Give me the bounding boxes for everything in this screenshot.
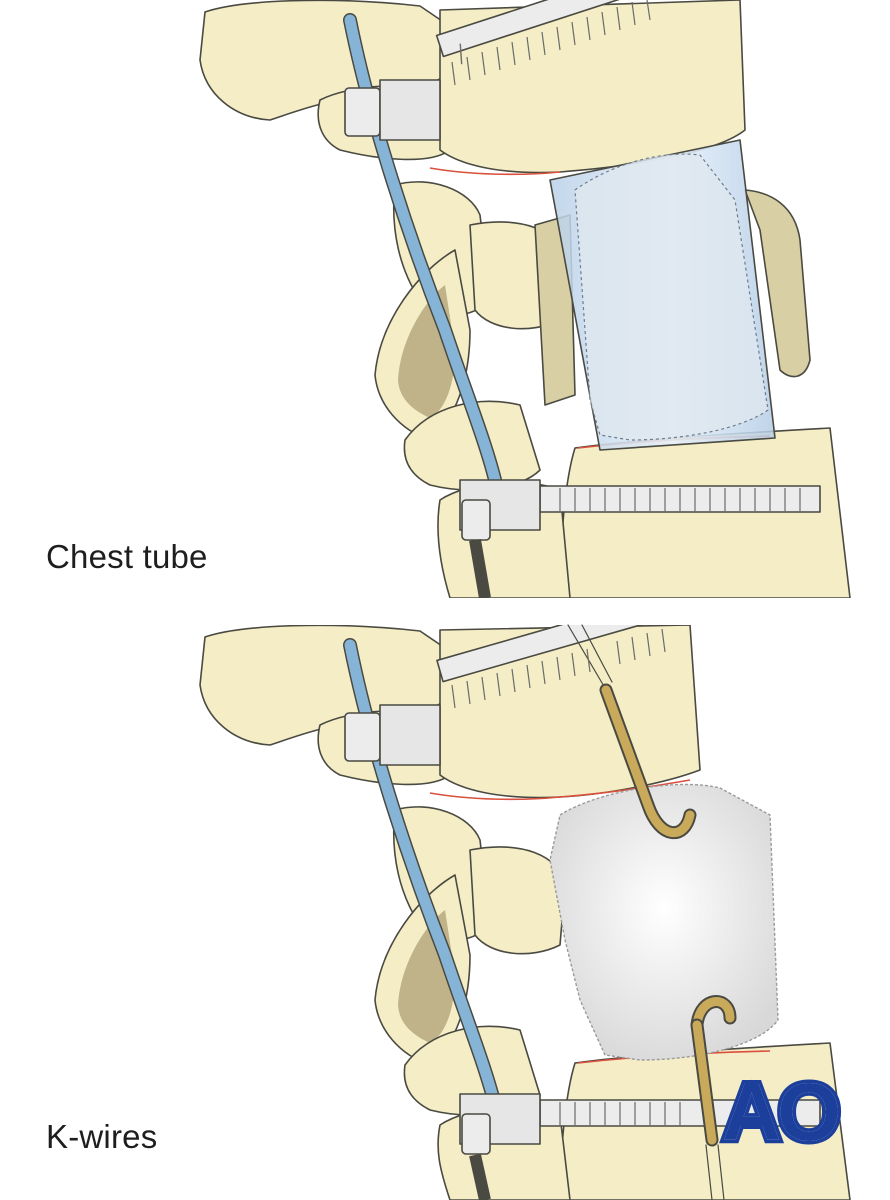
spine-illustration-top	[199, 0, 851, 598]
lower-screw-threads	[559, 1102, 681, 1126]
spine-illustration-bottom: AO AO	[199, 624, 851, 1200]
rod-lower	[469, 1153, 491, 1200]
lower-screw	[459, 1093, 821, 1155]
rod-lower	[469, 538, 491, 598]
upper-screw	[344, 0, 721, 141]
lower-screw-threads	[559, 488, 801, 512]
endplate-top	[429, 167, 561, 176]
upper-screw-threads	[451, 628, 666, 709]
caption-chest-tube: Chest tube	[46, 538, 208, 575]
ao-logo-fill: AO	[722, 1067, 838, 1158]
caption-k-wires: K-wires	[46, 1118, 158, 1155]
k-wire-lower	[690, 995, 737, 1200]
bone-graft-with-k-wires	[549, 783, 779, 1061]
ao-logo: AO	[722, 1067, 838, 1158]
bone-graft-in-tube	[574, 153, 769, 441]
panel-k-wires: AO AO K-wires	[0, 600, 890, 1200]
upper-screw	[344, 625, 685, 766]
lower-vertebral-body	[559, 427, 851, 598]
upper-vertebral-body	[439, 0, 746, 174]
panel-chest-tube: Chest tube	[46, 0, 851, 598]
k-wire-upper	[567, 624, 697, 839]
upper-screw-threads	[451, 0, 651, 86]
right-graft-plate	[744, 189, 811, 378]
